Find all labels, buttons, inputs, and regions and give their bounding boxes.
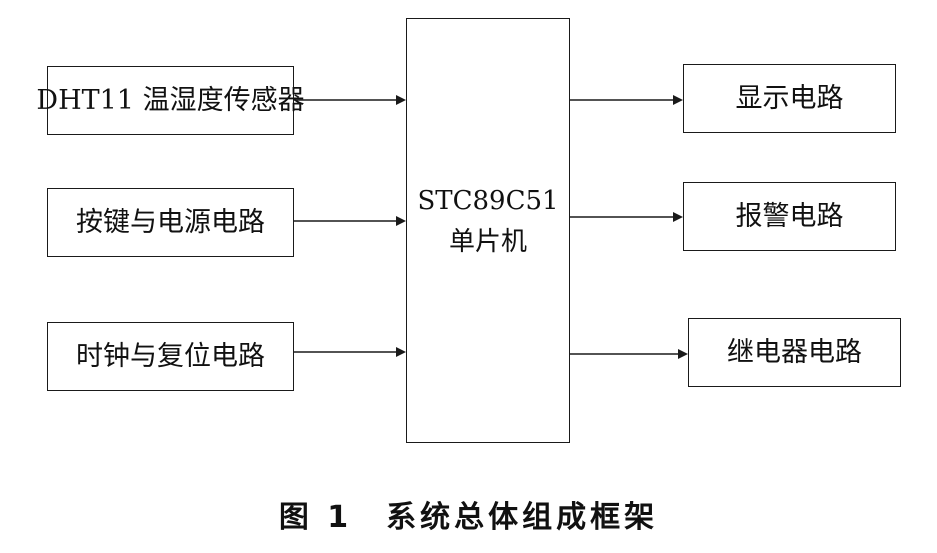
arrow-keypad-to-mcu — [294, 216, 406, 226]
mcu-model-label: STC89C51 — [417, 186, 559, 217]
mcu-block: STC89C51 单片机 — [406, 18, 570, 443]
arrow-dht11-to-mcu — [294, 95, 406, 105]
alarm-circuit-block: 报警电路 — [683, 182, 896, 251]
relay-circuit-block: 继电器电路 — [688, 318, 901, 387]
dht11-sensor-label: DHT11 温湿度传感器 — [36, 84, 305, 116]
keypad-power-block: 按键与电源电路 — [47, 188, 294, 257]
arrow-clock-to-mcu — [294, 347, 406, 357]
alarm-circuit-label: 报警电路 — [735, 200, 844, 232]
display-circuit-label: 显示电路 — [735, 82, 844, 114]
dht11-sensor-block: DHT11 温湿度传感器 — [36, 66, 305, 135]
clock-reset-block: 时钟与复位电路 — [47, 322, 294, 391]
figure-title: 系统总体组成框架 — [386, 500, 659, 535]
figure-number: 图 1 — [278, 500, 353, 535]
mcu-type-label: 单片机 — [448, 226, 527, 257]
clock-reset-label: 时钟与复位电路 — [76, 340, 265, 372]
arrow-mcu-to-relay — [570, 349, 688, 359]
figure-caption: 图 1 系统总体组成框架 — [0, 492, 937, 536]
arrow-mcu-to-display — [570, 95, 683, 105]
keypad-power-label: 按键与电源电路 — [76, 206, 265, 238]
relay-circuit-label: 继电器电路 — [727, 336, 862, 368]
arrow-mcu-to-alarm — [570, 212, 683, 222]
display-circuit-block: 显示电路 — [683, 64, 896, 133]
